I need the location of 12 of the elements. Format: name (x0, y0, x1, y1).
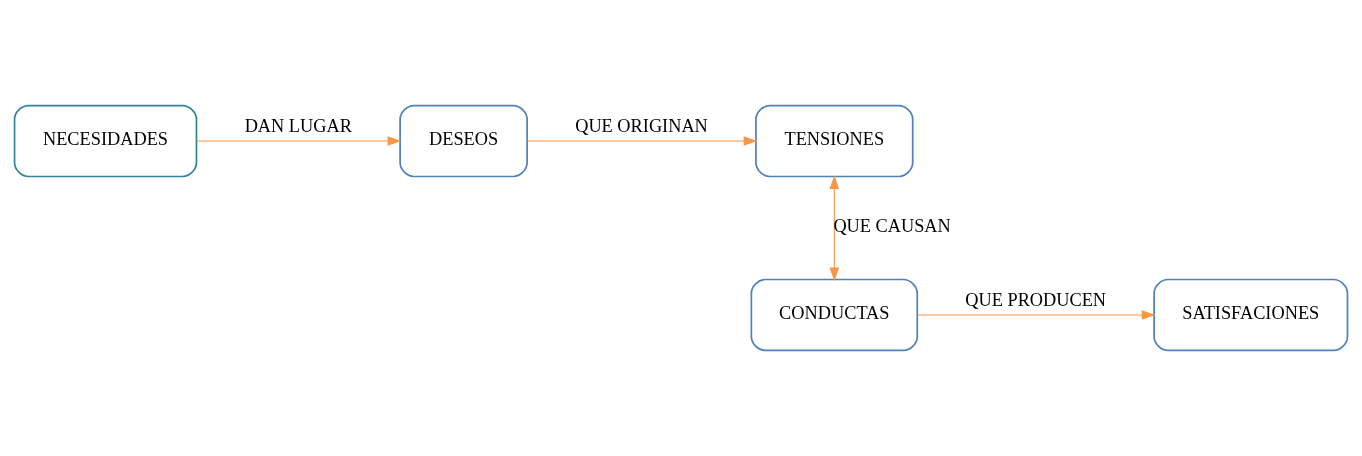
edge-label: DAN LUGAR (244, 115, 352, 136)
edge-label: QUE PRODUCEN (965, 289, 1107, 310)
node-box: NECESIDADES (13, 104, 198, 178)
node-box: SATISFACIONES (1153, 278, 1349, 352)
node-box: DESEOS (399, 104, 528, 178)
arrow (196, 136, 402, 146)
node-box: CONDUCTAS (750, 278, 919, 352)
arrow (526, 136, 758, 146)
arrow (829, 175, 840, 282)
arrow (917, 310, 1156, 320)
edge-label: QUE ORIGINAN (575, 115, 708, 136)
node-box: TENSIONES (755, 104, 914, 178)
